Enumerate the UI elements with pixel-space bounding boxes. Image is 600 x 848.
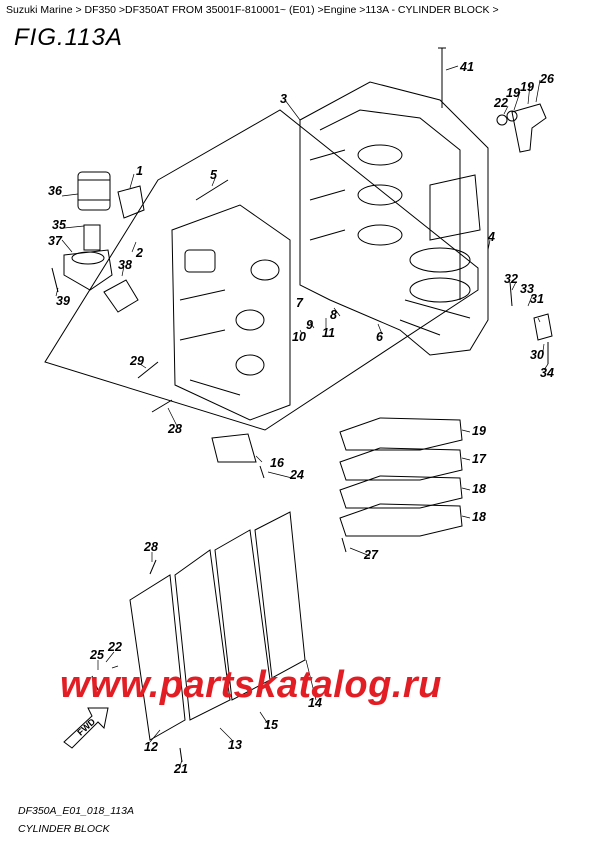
callout-part[interactable]: 14 <box>308 696 322 710</box>
bolt-26 <box>91 675 99 691</box>
breadcrumb[interactable]: Suzuki Marine > DF350 >DF350AT FROM 3500… <box>6 4 499 16</box>
callout-part[interactable]: 31 <box>530 292 544 306</box>
bolt-25 <box>259 465 265 479</box>
callout-part[interactable]: 8 <box>330 308 337 322</box>
callout-part[interactable]: 6 <box>376 330 383 344</box>
callout-part[interactable]: 13 <box>228 738 242 752</box>
callout-part[interactable]: 41 <box>460 60 474 74</box>
bolt-22 <box>179 747 183 763</box>
drawing-code: DF350A_E01_018_113A <box>18 805 134 817</box>
callout-part[interactable]: 24 <box>290 468 304 482</box>
callout-part[interactable]: 27 <box>364 548 378 562</box>
callout-part[interactable]: 1 <box>136 164 143 178</box>
plate-part-32 <box>533 313 553 341</box>
callout-part[interactable]: 2 <box>136 246 143 260</box>
callout-part[interactable]: 30 <box>530 348 544 362</box>
callout-part[interactable]: 33 <box>520 282 534 296</box>
callout-part[interactable]: 28 <box>168 422 182 436</box>
oil-filter-assembly <box>63 171 139 313</box>
bolt-5 <box>195 179 229 201</box>
callout-part[interactable]: 9 <box>306 318 313 332</box>
callout-part[interactable]: 25 <box>90 648 104 662</box>
callout-part[interactable]: 39 <box>56 294 70 308</box>
o-ring-21 <box>506 110 518 122</box>
watermark: www.partskatalog.ru <box>60 664 442 706</box>
callout-part[interactable]: 17 <box>472 452 486 466</box>
callout-part[interactable]: 38 <box>118 258 132 272</box>
bolt-31 <box>137 361 159 379</box>
figure-caption: CYLINDER BLOCK <box>18 823 110 835</box>
gasket-stack <box>339 417 463 537</box>
callout-part[interactable]: 19 <box>506 86 520 100</box>
callout-part[interactable]: 4 <box>488 230 495 244</box>
crankcase <box>171 204 291 421</box>
callout-part[interactable]: 34 <box>540 366 554 380</box>
figure-title: FIG.113A <box>14 24 123 51</box>
callout-part[interactable]: 36 <box>48 184 62 198</box>
callout-part[interactable]: 21 <box>174 762 188 776</box>
callout-part[interactable]: 19 <box>520 80 534 94</box>
callout-part[interactable]: 11 <box>322 326 335 340</box>
callout-part[interactable]: 7 <box>296 296 303 310</box>
callout-part[interactable]: 28 <box>144 540 158 554</box>
cylinder-block <box>299 81 489 356</box>
guide-part-16 <box>211 433 257 463</box>
callout-part[interactable]: 26 <box>540 72 554 86</box>
callout-part[interactable]: 18 <box>472 510 486 524</box>
bolt-34 <box>509 281 513 307</box>
o-ring-24 <box>496 114 508 126</box>
callout-part[interactable]: 22 <box>494 96 508 110</box>
bolt-41 <box>51 267 59 293</box>
bolt-28 <box>341 537 347 553</box>
callout-part[interactable]: 5 <box>210 168 217 182</box>
callout-part[interactable]: 19 <box>472 424 486 438</box>
bolt-42 <box>438 47 446 108</box>
callout-part[interactable]: 22 <box>108 640 122 654</box>
callout-part[interactable]: 3 <box>280 92 287 106</box>
assembly-frame <box>44 109 479 431</box>
pipe-part-20 <box>511 103 547 153</box>
leader-lines <box>55 65 549 767</box>
bracket-part-1 <box>117 185 145 219</box>
fwd-arrow <box>63 707 109 749</box>
callout-part[interactable]: 12 <box>144 740 158 754</box>
side-cover-stack <box>129 511 306 741</box>
callout-part[interactable]: 18 <box>472 482 486 496</box>
bolt-29 <box>149 559 157 575</box>
bolt-30 <box>151 399 173 413</box>
callout-part[interactable]: 29 <box>130 354 144 368</box>
callout-part[interactable]: 32 <box>504 272 518 286</box>
callout-part[interactable]: 16 <box>270 456 284 470</box>
callout-part[interactable]: 37 <box>48 234 62 248</box>
callout-part[interactable]: 15 <box>264 718 278 732</box>
callout-part[interactable]: 10 <box>292 330 306 344</box>
callout-part[interactable]: 35 <box>52 218 66 232</box>
